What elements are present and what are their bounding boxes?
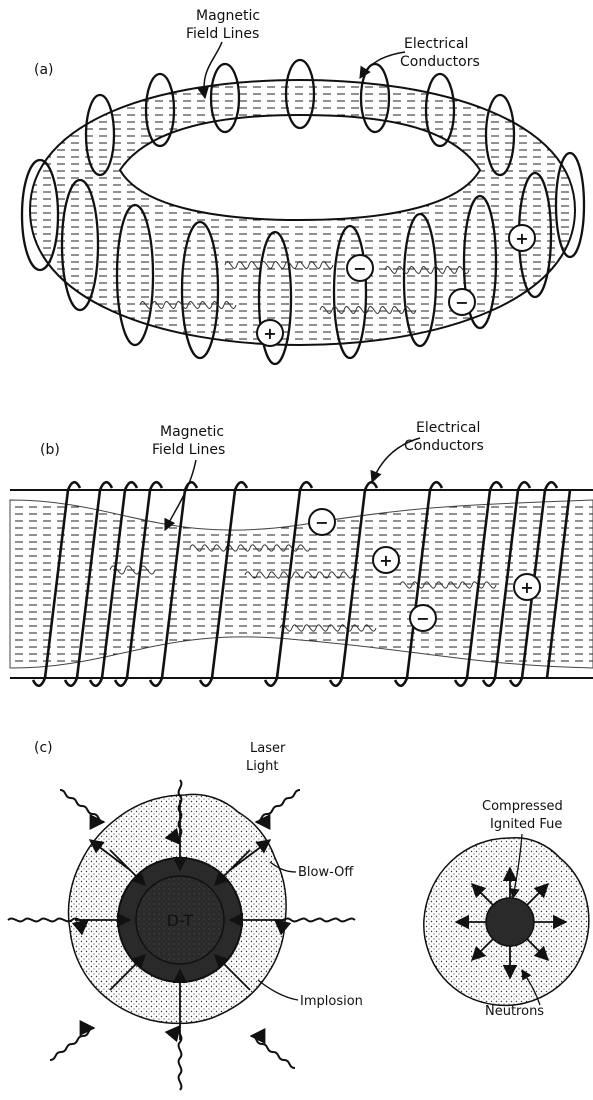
panel-a: (a) Magnetic Field Lines Electrical Cond… — [22, 8, 584, 364]
charge-label: − — [315, 513, 328, 532]
charge-label: + — [379, 551, 392, 570]
charge-label: − — [455, 293, 468, 312]
panel-c: (c) Laser Light Blow-Off Implosion Compr… — [8, 740, 589, 1090]
panel-a-conductors-label-2: Conductors — [400, 54, 480, 70]
panel-a-tag: (a) — [34, 62, 54, 78]
panel-b-field-lines-label-2: Field Lines — [152, 442, 225, 458]
panel-b-tag: (b) — [40, 442, 60, 458]
panel-a-conductors-label-1: Electrical — [404, 36, 468, 52]
charge-label: − — [416, 609, 429, 628]
torus-charge-minus-1: − — [347, 255, 373, 281]
panel-a-conductors-pointer — [360, 52, 405, 78]
implosion-pointer — [258, 980, 298, 1000]
charge-label: + — [515, 229, 528, 248]
charge-label: + — [263, 324, 276, 343]
charge-label: + — [520, 578, 533, 597]
mirror-charge-plus-1: + — [373, 547, 399, 573]
laser-label-1: Laser — [250, 741, 286, 756]
ignited-core — [486, 898, 534, 946]
panel-a-field-lines-label-1: Magnetic — [196, 8, 260, 24]
mirror-charge-minus-1: − — [309, 509, 335, 535]
torus-charge-plus-1: + — [257, 320, 283, 346]
torus-charge-minus-2: − — [449, 289, 475, 315]
fuel-label: D-T — [167, 911, 194, 930]
charge-label: − — [353, 259, 366, 278]
panel-b-conductors-label-2: Conductors — [404, 438, 484, 454]
panel-c-tag: (c) — [34, 740, 53, 756]
torus-charge-plus-2: + — [509, 225, 535, 251]
panel-b-field-lines-label-1: Magnetic — [160, 424, 224, 440]
compressed-label-1: Compressed — [482, 799, 563, 814]
implosion-label: Implosion — [300, 994, 363, 1009]
panel-b-conductors-label-1: Electrical — [416, 420, 480, 436]
blowoff-label: Blow-Off — [298, 865, 354, 880]
panel-a-field-lines-label-2: Field Lines — [186, 26, 259, 42]
mirror-charge-plus-2: + — [514, 574, 540, 600]
neutrons-label: Neutrons — [485, 1004, 544, 1019]
panel-b: (b) Magnetic Field Lines Electrical Cond… — [10, 420, 593, 686]
mirror-charge-minus-2: − — [410, 605, 436, 631]
laser-label-2: Light — [246, 759, 278, 774]
compressed-label-2: Ignited Fue — [490, 817, 562, 832]
